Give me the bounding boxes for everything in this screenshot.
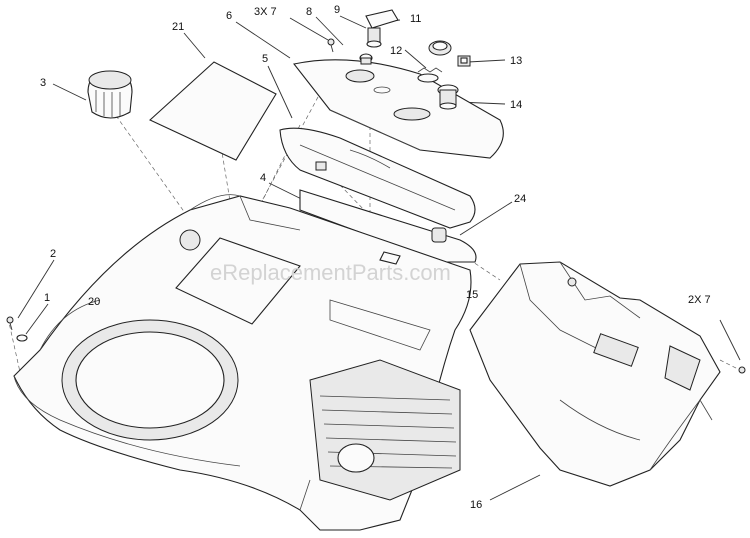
part-14-key: [437, 84, 459, 110]
callout-13: 13: [510, 55, 522, 67]
callout-21: 21: [172, 21, 184, 33]
callout-1: 1: [44, 292, 50, 304]
callout-15: 15: [466, 289, 478, 301]
callout-12: 12: [390, 45, 402, 57]
callout-5: 5: [262, 53, 268, 65]
part-12-spring: [417, 67, 443, 83]
part-1-washer: [16, 334, 28, 342]
part-20-housing: [13, 194, 472, 531]
callout-2x7: 2X 7: [688, 294, 711, 306]
part-24-panel: [299, 189, 477, 263]
callout-11: 11: [410, 13, 421, 25]
callout-8: 8: [306, 6, 312, 18]
callout-9: 9: [334, 4, 340, 16]
part-9-knob: [365, 9, 399, 48]
part-3-cap: [87, 70, 133, 119]
callout-20: 20: [88, 296, 100, 308]
callout-3x7: 3X 7: [254, 6, 277, 18]
callout-24: 24: [514, 193, 526, 205]
part-13-switch: [457, 55, 471, 67]
watermark: eReplacementParts.com: [210, 260, 451, 285]
part-21-decal: [149, 61, 277, 161]
parts-1-2-fasteners: [6, 316, 28, 342]
part-16-side-cover: [469, 261, 746, 487]
part-2-screw: [6, 316, 14, 331]
callout-16: 16: [470, 499, 482, 511]
part-11-cap: [428, 40, 452, 56]
callout-2: 2: [50, 248, 56, 260]
hardware-parts: [327, 9, 471, 110]
callout-labels: 21 6 3X 7 8 9 11 12 13 14 3 5 4 24 2 1 2…: [40, 4, 711, 511]
callout-14: 14: [510, 99, 522, 111]
part-6-top-cover: [293, 59, 504, 159]
callout-4: 4: [260, 172, 266, 184]
part-8-spacer: [359, 53, 373, 65]
part-15-clip: [379, 251, 401, 265]
callout-3: 3: [40, 77, 46, 89]
part-7-screw: [327, 38, 335, 53]
part-5-panel-frame: [279, 127, 476, 229]
callout-6: 6: [226, 10, 232, 22]
